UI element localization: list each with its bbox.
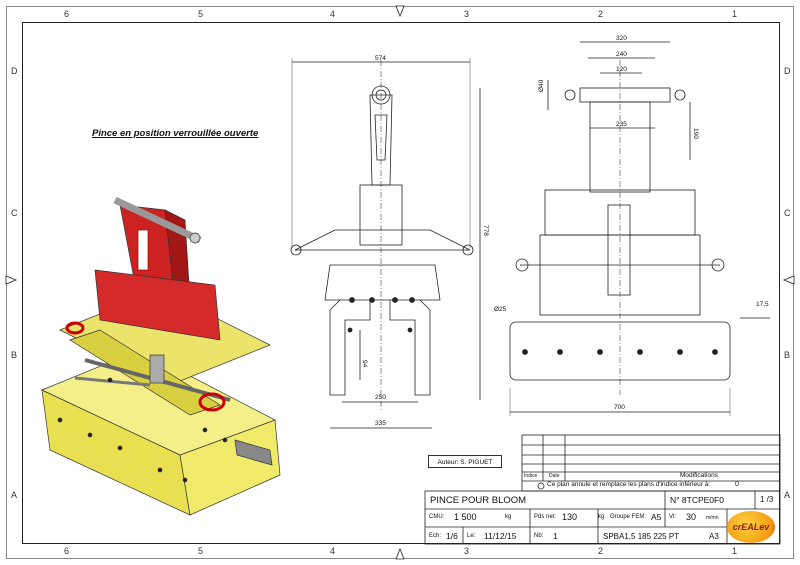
tb-vl-label: Vl:: [669, 514, 677, 520]
zone-right-C: C: [784, 208, 791, 218]
tb-vl-unit: m/mn: [706, 515, 719, 521]
tb-ech-label: Ech:: [429, 533, 442, 539]
tb-indice: Indice: [524, 473, 538, 479]
dim-320: 320: [616, 35, 627, 42]
tb-format: A3: [709, 532, 719, 541]
tb-ech-val: 1/6: [446, 531, 458, 541]
zone-bottom-3: 3: [464, 546, 470, 556]
tb-groupe-val: A5: [651, 512, 662, 522]
zone-bottom-1: 1: [732, 546, 738, 556]
zone-left-D: D: [11, 66, 18, 76]
zone-bottom-2: 2: [598, 546, 604, 556]
crealev-logo: crEALev: [727, 511, 775, 543]
tb-nb-label: Nb:: [534, 533, 544, 539]
dim-235: 235: [616, 121, 627, 128]
tb-le-val: 11/12/15: [484, 531, 517, 541]
author-box: Auteur: S. PIGUET: [428, 455, 502, 468]
tb-vl-val: 30: [686, 512, 697, 522]
dim-335: 335: [375, 420, 386, 427]
tb-number: N° 8TCPE0F0: [670, 495, 724, 505]
tb-replace-note: Ce plan annule et remplace les plans d'i…: [547, 481, 711, 488]
tb-cmu-unit: kg: [505, 514, 512, 520]
zone-top-2: 2: [598, 9, 604, 19]
tb-pds-label: Pds net:: [534, 514, 557, 520]
dim-700: 700: [614, 404, 625, 411]
zone-left-B: B: [11, 350, 18, 360]
centering-marks: [5, 5, 795, 560]
dim-778: 778: [482, 225, 489, 236]
isometric-view: [41, 196, 281, 516]
zone-right-B: B: [784, 350, 791, 360]
tb-replace-val: 0: [735, 481, 739, 488]
tb-groupe-label: Groupe FEM:: [610, 514, 647, 520]
tb-date: Date: [549, 473, 560, 479]
zone-right-D: D: [784, 66, 791, 76]
zone-bottom-6: 6: [64, 546, 70, 556]
dim-phi25: Ø25: [494, 306, 507, 313]
dim-17-5: 17,5: [756, 301, 769, 308]
zone-top-1: 1: [732, 9, 738, 19]
dim-240: 240: [616, 51, 627, 58]
tb-pds-unit: kg: [598, 514, 605, 520]
zone-top-6: 6: [64, 9, 70, 19]
dim-574: 574: [375, 55, 386, 62]
dim-250: 250: [375, 394, 386, 401]
zone-top-3: 3: [464, 9, 470, 19]
view-note: Pince en position verrouillée ouverte: [92, 128, 259, 139]
side-view: [509, 41, 770, 416]
dim-94: 94: [361, 360, 368, 368]
zone-bottom-4: 4: [330, 546, 336, 556]
dim-120: 120: [616, 66, 627, 73]
dim-190: 190: [692, 128, 699, 139]
tb-sheet: 1 /3: [760, 495, 774, 504]
tb-nb-val: 1: [553, 531, 558, 541]
tb-pds-val: 130: [562, 512, 578, 522]
tb-name: PINCE POUR BLOOM: [430, 495, 527, 506]
zone-bottom-5: 5: [198, 546, 204, 556]
tb-le-label: Le:: [467, 533, 476, 539]
zone-top-5: 5: [198, 9, 204, 19]
tb-cmu-val: 1 500: [454, 512, 477, 522]
tb-modifications: Modifications: [680, 472, 718, 479]
zone-right-A: A: [784, 490, 791, 500]
zone-left-C: C: [11, 208, 18, 218]
zone-top-4: 4: [330, 9, 336, 19]
tb-cmu-label: CMU:: [429, 514, 445, 520]
zone-left-A: A: [11, 490, 18, 500]
front-view: [290, 58, 481, 429]
tb-ref: SPBA1,5 185 225 PT: [603, 532, 680, 541]
dim-phi40: Ø40: [538, 79, 545, 92]
drawing-frame: [22, 22, 780, 544]
